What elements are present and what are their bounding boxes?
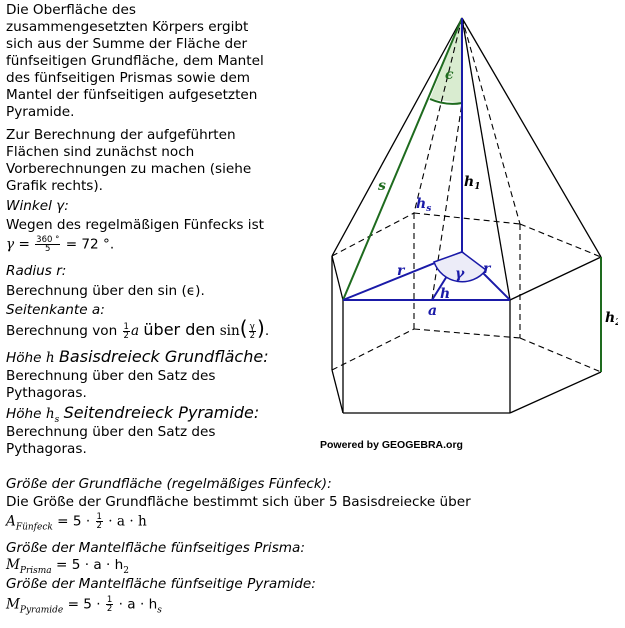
label-r-right: r	[483, 261, 492, 277]
prism-pyramid-figure: s hs h1 h2 r r γ h a ϵ	[331, 17, 618, 414]
grundflaeche-heading: Größe der Grundfläche (regelmäßiges Fünf…	[6, 476, 332, 492]
intro-line-4: fünfseitigen Grundfläche, dem Mantel	[6, 53, 264, 69]
winkel-fraction: 360 °5	[35, 235, 61, 254]
prisma-heading: Größe der Mantelfläche fünfseitiges Pris…	[6, 540, 305, 556]
gamma-angle-shade	[433, 251, 488, 283]
epsilon-arc	[429, 98, 463, 105]
radius-heading: Radius r:	[6, 263, 67, 279]
label-hs: hs	[416, 196, 431, 214]
intro-line-5: des fünfseitigen Prismas sowie dem	[6, 70, 251, 86]
intro-line-9: Flächen sind zunächst noch	[6, 144, 195, 160]
intro-line-10: Vorberechnungen zu machen (siehe	[6, 161, 252, 177]
label-a: a	[428, 303, 437, 319]
label-h1: h1	[464, 174, 480, 192]
winkel-formula-left: γ =	[6, 236, 30, 253]
intro-line-1: Die Oberfläche des	[6, 2, 136, 18]
seitenkante-end: .	[264, 323, 270, 339]
prisma-formula: MPrisma = 5 · a · h2	[6, 557, 129, 576]
radius-text: Berechnung über den sin (ϵ).	[6, 283, 205, 299]
hoehe-hs-heading: Höhe hs Seitendreieck Pyramide:	[6, 403, 260, 425]
intro-line-3: sich aus der Summe der Fläche der	[6, 36, 248, 52]
edge-s	[342, 17, 463, 301]
label-h2: h2	[605, 310, 618, 328]
hoehe-h-text-2: Pythagoras.	[6, 385, 87, 401]
seitenkante-sin: sin	[219, 323, 240, 339]
seitenkante-heading: Seitenkante a:	[6, 302, 105, 318]
intro-line-6: Mantel der fünfseitigen aufgesetzten	[6, 87, 258, 103]
intro-line-2: zusammengesetzten Körpers ergibt	[6, 19, 249, 35]
blue-construction	[342, 18, 511, 301]
grundflaeche-text: Die Größe der Grundfläche bestimmt sich …	[6, 494, 471, 510]
hoehe-h-text-1: Berechnung über den Satz des	[6, 368, 216, 384]
label-h: h	[440, 286, 450, 302]
geogebra-credit: Powered by GEOGEBRA.org	[320, 439, 463, 451]
seitenkante-text-pre: Berechnung von	[6, 323, 118, 339]
seitenkante-text-mid: über den	[143, 320, 216, 339]
winkel-formula-right: = 72 °.	[65, 236, 115, 253]
visible-edges	[331, 17, 602, 414]
label-epsilon: ϵ	[445, 67, 454, 83]
hoehe-h-heading: Höhe h Basisdreieck Grundfläche:	[6, 347, 269, 366]
hoehe-hs-text-1: Berechnung über den Satz des	[6, 424, 216, 440]
hoehe-hs-text-2: Pythagoras.	[6, 441, 87, 457]
winkel-text: Wegen des regelmäßigen Fünfecks ist	[6, 217, 264, 233]
label-s: s	[378, 178, 386, 194]
winkel-heading: Winkel γ:	[6, 198, 69, 214]
intro-line-11: Grafik rechts).	[6, 178, 103, 194]
intro-line-8: Zur Berechnung der aufgeführten	[6, 127, 236, 143]
label-gamma: γ	[455, 266, 465, 282]
winkel-formula: γ = 360 °5 = 72 °.	[6, 236, 114, 254]
seitenkante-var: a	[130, 323, 140, 339]
pyramide-heading: Größe der Mantelfläche fünfseitige Pyram…	[6, 576, 316, 592]
label-r-left: r	[397, 263, 406, 279]
hidden-edges	[331, 17, 602, 373]
intro-line-7: Pyramide.	[6, 104, 75, 120]
